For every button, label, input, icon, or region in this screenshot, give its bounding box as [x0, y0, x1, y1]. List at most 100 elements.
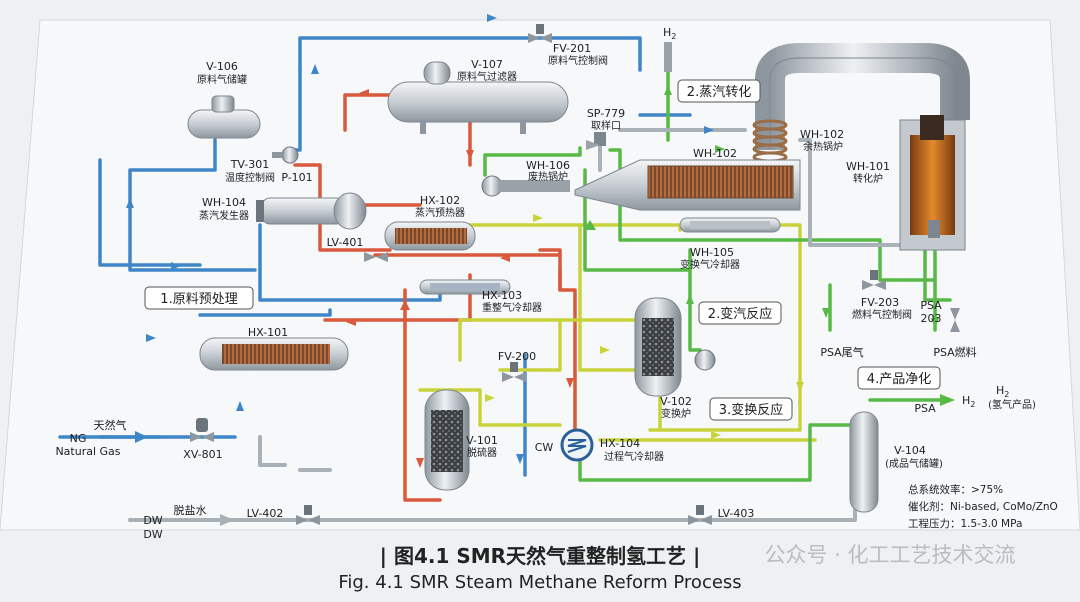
hx103-name: 重整气冷却器	[482, 301, 542, 314]
wh102-horizontal-boiler	[574, 159, 801, 211]
wh105-shift-gas-cooler	[679, 217, 781, 233]
v107-tag: V-107	[471, 58, 503, 71]
section-3-box: 3.变换反应	[709, 397, 793, 421]
wh102-top-name: 余热锅炉	[803, 140, 843, 153]
lv403-tag: LV-403	[718, 507, 755, 520]
section-2-label: 2.蒸汽转化	[687, 85, 751, 100]
h2-product-arrow	[940, 394, 955, 406]
xv801-tag: XV-801	[183, 448, 222, 461]
spec-block: 总系统效率：>75% 催化剂：Ni-based, CoMo/ZnO 工程压力：1…	[908, 483, 1058, 530]
psa-outlet-label: PSA	[914, 402, 936, 415]
v101-name: 脱硫器	[467, 446, 497, 459]
flow-arrows	[126, 14, 939, 468]
spec-efficiency: 总系统效率：>75%	[908, 483, 1003, 496]
wh104-steam-generator	[256, 192, 367, 230]
hx104-process-gas-cooler	[560, 428, 594, 462]
v104-name: (成品气储罐)	[885, 457, 943, 470]
ng-inlet-arrow	[135, 431, 148, 443]
hx101-exchanger	[199, 337, 349, 371]
psa-fuel-label: PSA燃料	[933, 345, 976, 359]
fv203-name: 燃料气控制阀	[852, 308, 912, 321]
hx102-steam-preheater	[384, 221, 476, 251]
lv403-valve	[688, 505, 712, 525]
fv201-valve	[528, 24, 552, 43]
wh101-reformer-furnace	[899, 115, 966, 251]
hx104-tag: HX-104	[600, 437, 640, 450]
hydrogen-lines	[483, 58, 952, 482]
p101-tag: P-101	[281, 171, 312, 184]
lv401-valve	[364, 252, 388, 262]
caption-english: Fig. 4.1 SMR Steam Methane Reform Proces…	[338, 572, 741, 593]
ng-cn-label: 天然气	[94, 418, 127, 432]
spec-pressure: 工程压力：1.5-3.0 MPa	[908, 517, 1022, 530]
section-3-label: 3.变换反应	[719, 402, 783, 418]
v107-filter	[387, 61, 569, 134]
section-4-box: 4.产品净化	[857, 366, 941, 390]
section-2-box: 2.蒸汽转化	[677, 79, 761, 103]
watermark-text: 公众号 · 化工工艺技术交流	[764, 543, 1015, 567]
wh104-name: 蒸汽发生器	[199, 209, 249, 222]
v102-name: 变换炉	[661, 407, 691, 420]
hx103-tag: HX-103	[482, 289, 522, 302]
psa203-tag: PSA	[920, 299, 942, 312]
v102-shift-converter	[634, 297, 682, 397]
v106-tag: V-106	[206, 60, 238, 73]
hx104-name: 过程气冷却器	[604, 450, 664, 463]
section-2b-box: 2.变汽反应	[698, 301, 782, 325]
dw-code-2: DW	[143, 528, 162, 541]
fv203-tag: FV-203	[861, 296, 899, 309]
h2-product-name: (氢气产品)	[988, 398, 1036, 411]
fv200-tag: FV-200	[498, 350, 536, 363]
h2-product-label: H2	[996, 384, 1009, 399]
cw-label: CW	[535, 441, 554, 454]
fv201-tag: FV-201	[553, 42, 591, 55]
wh105-name: 变换气冷却器	[680, 258, 740, 271]
lv402-tag: LV-402	[247, 507, 284, 520]
fv200-valve	[502, 362, 526, 382]
sp779-sample-point	[586, 132, 606, 150]
wh106-name: 废热锅炉	[528, 170, 568, 183]
dw-inlet-arrow	[220, 514, 234, 526]
dw-cn-label: 脱盐水	[174, 503, 207, 517]
lv402-valve	[296, 505, 320, 525]
water-lines	[128, 128, 902, 522]
v101-tag: V-101	[466, 434, 498, 447]
v106-tank	[187, 95, 261, 139]
v102-tag: V-102	[660, 395, 692, 408]
fv203-valve	[862, 270, 886, 290]
xv801-valve	[190, 418, 214, 442]
wh106-tag: WH-106	[526, 159, 570, 172]
wh102-top-tag: WH-102	[800, 128, 844, 141]
equipment-labels: V-106 原料气储罐 V-107 原料气过滤器 FV-201 原料气控制阀 H…	[183, 26, 1036, 520]
h2-vent-label: H2	[663, 26, 676, 41]
v106-name: 原料气储罐	[197, 73, 247, 86]
ng-en-label: Natural Gas	[55, 445, 120, 458]
v101-desulfurizer	[424, 389, 470, 491]
hx101-tag: HX-101	[248, 326, 288, 339]
wh106-pump	[481, 175, 570, 197]
fv201-name: 原料气控制阀	[548, 54, 608, 67]
section-1-box: 1.原料预处理	[144, 286, 254, 310]
section-2b-label: 2.变汽反应	[708, 306, 772, 322]
h2-vent-stack	[664, 42, 672, 72]
tv301-tag: TV-301	[230, 158, 270, 171]
shift-pump	[694, 349, 716, 371]
v104-tag: V-104	[894, 444, 926, 457]
psa203-tag2: 203	[921, 312, 942, 325]
p101-pump	[272, 146, 299, 164]
ng-code-label: NG	[70, 432, 87, 445]
hx102-tag: HX-102	[420, 194, 460, 207]
wh102-main-tag: WH-102	[693, 147, 737, 160]
spec-catalyst: 催化剂：Ni-based, CoMo/ZnO	[908, 500, 1058, 513]
wh104-tag: WH-104	[202, 196, 246, 209]
caption-chinese: | 图4.1 SMR天然气重整制氢工艺 |	[380, 544, 701, 568]
hx102-name: 蒸汽预热器	[415, 206, 465, 219]
h2-arrow-label: H2	[962, 394, 975, 409]
v107-name: 原料气过滤器	[457, 70, 517, 83]
sp779-name: 取样口	[591, 119, 621, 132]
inlet-labels: 天然气 NG Natural Gas 脱盐水 DW DW	[55, 418, 206, 541]
section-1-label: 1.原料预处理	[160, 292, 237, 307]
tv301-name: 温度控制阀	[225, 171, 275, 184]
